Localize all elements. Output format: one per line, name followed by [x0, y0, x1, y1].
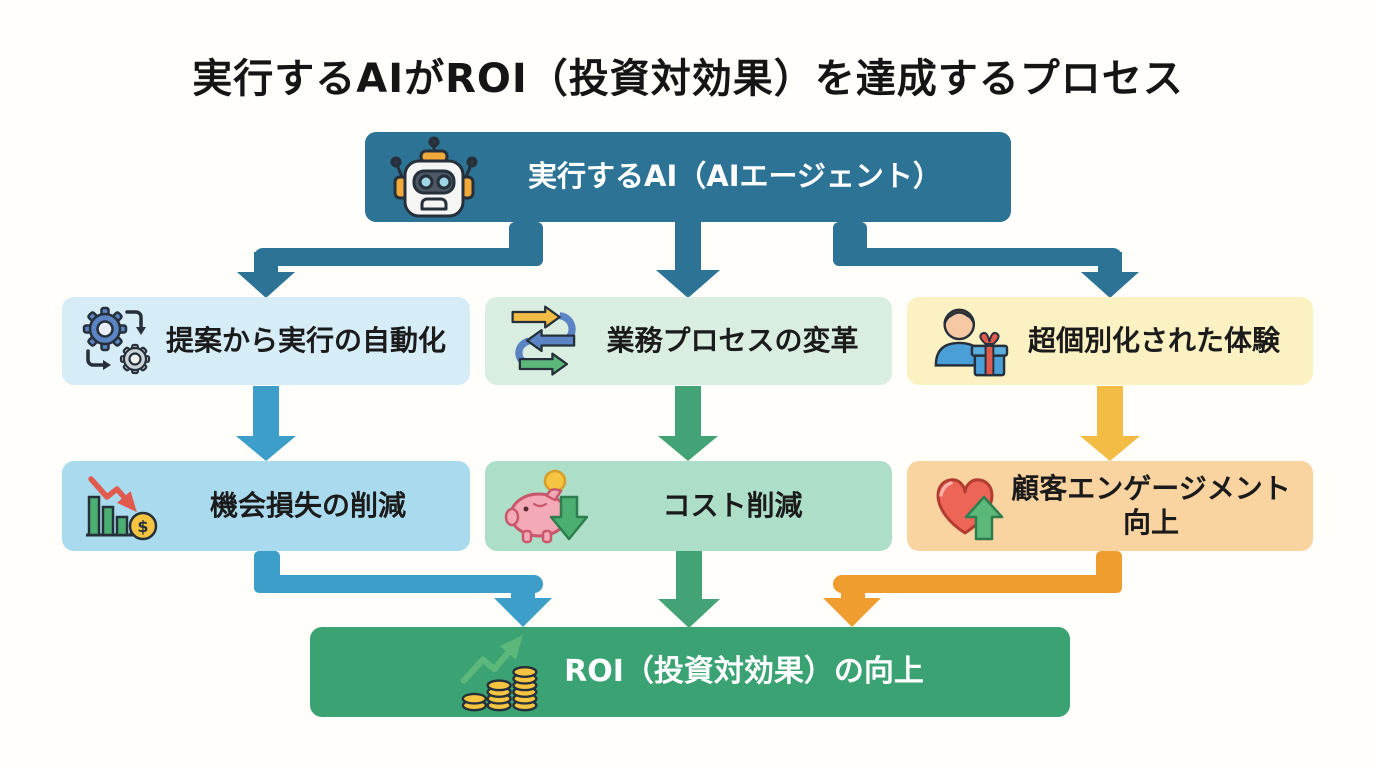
- arrow-cost-to-roi: [658, 551, 720, 628]
- arrow-opportunity-to-roi: [254, 551, 552, 627]
- page-title: 実行するAIがROI（投資対効果）を達成するプロセス: [192, 56, 1184, 102]
- box-label: 提案から実行の自動化: [165, 323, 446, 357]
- person-gift-icon: [934, 308, 1009, 377]
- box-label: 超個別化された体験: [1027, 323, 1280, 357]
- arrow-agent-to-process: [656, 222, 720, 298]
- box-label: コスト削減: [662, 488, 803, 522]
- arrow-agent-to-experience: [833, 222, 1139, 298]
- box-label: 機会損失の削減: [209, 488, 406, 522]
- top-box-label: 実行するAI（AIエージェント）: [528, 159, 942, 194]
- box-personalized-experience: 超個別化された体験: [907, 297, 1313, 385]
- box-process-transformation: 業務プロセスの変革: [485, 297, 892, 385]
- robot-icon: [390, 136, 478, 218]
- piggy-bank-icon: [504, 469, 589, 544]
- box-opportunity-loss-reduction: $ 機会損失の削減: [62, 461, 470, 551]
- coins-growth-icon: [460, 635, 538, 712]
- arrow-agent-to-automation: [237, 222, 543, 298]
- arrow-engagement-to-roi: [823, 551, 1122, 627]
- process-arrows-icon: [511, 305, 576, 376]
- arrow-automation-to-opportunity: [236, 386, 296, 461]
- top-box-ai-agent: 実行するAI（AIエージェント）: [365, 132, 1011, 222]
- bottom-box-label: ROI（投資対効果）の向上: [564, 653, 924, 689]
- box-automation: 提案から実行の自動化: [62, 297, 470, 385]
- gears-automation-icon: [82, 306, 151, 375]
- arrow-process-to-cost: [658, 386, 718, 461]
- svg-text:$: $: [137, 517, 148, 536]
- box-label: 業務プロセスの変革: [606, 323, 859, 357]
- bottom-box-roi: ROI（投資対効果）の向上: [310, 627, 1070, 717]
- heart-up-arrow-icon: [936, 478, 1004, 541]
- arrow-experience-to-engagement: [1080, 386, 1140, 461]
- box-customer-engagement: 顧客エンゲージメント向上: [907, 461, 1313, 551]
- box-cost-reduction: コスト削減: [485, 461, 892, 551]
- declining-chart-dollar-icon: $: [86, 476, 158, 541]
- box-label: 顧客エンゲージメント向上: [1011, 471, 1291, 539]
